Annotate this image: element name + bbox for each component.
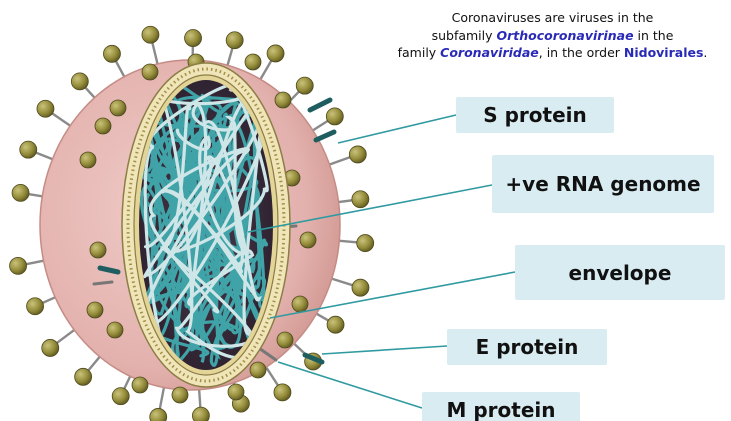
membrane-protein xyxy=(142,64,158,80)
spike-protein xyxy=(112,373,132,405)
membrane-protein xyxy=(245,54,261,70)
family-name: Coronaviridae xyxy=(440,45,539,60)
spike-protein xyxy=(27,296,59,315)
label-m-protein: M protein xyxy=(422,392,580,421)
membrane-protein xyxy=(292,296,308,312)
membrane-protein xyxy=(80,152,96,168)
label-s-protein: S protein xyxy=(456,97,614,133)
label-envelope: envelope xyxy=(515,245,725,300)
spike-protein xyxy=(335,191,369,208)
spike-protein xyxy=(226,32,243,69)
classification-caption: Coronaviruses are viruses in the subfami… xyxy=(380,9,725,62)
subfamily-name: Orthocoronavirinae xyxy=(497,28,634,43)
membrane-protein xyxy=(90,242,106,258)
e-protein-rod xyxy=(316,132,334,140)
m-protein-rod xyxy=(94,282,112,284)
spike-protein xyxy=(264,364,291,401)
leader-m-protein xyxy=(278,362,422,408)
spike-protein xyxy=(71,73,97,101)
spike-protein xyxy=(326,146,367,166)
label-e-protein: E protein xyxy=(447,329,607,365)
e-protein-rod xyxy=(310,100,330,110)
caption-line-2: subfamily Orthocoronavirinae in the xyxy=(380,27,725,45)
leader-s-protein xyxy=(338,115,456,143)
spike-protein xyxy=(142,26,159,68)
membrane-protein xyxy=(277,332,293,348)
spike-protein xyxy=(192,386,209,421)
membrane-protein xyxy=(107,322,123,338)
caption-line-1: Coronaviruses are viruses in the xyxy=(380,9,725,27)
spike-protein xyxy=(150,384,167,421)
spike-protein xyxy=(42,328,78,357)
spike-protein xyxy=(37,100,74,128)
spike-protein xyxy=(328,278,369,297)
spike-protein xyxy=(20,141,56,161)
membrane-protein xyxy=(300,232,316,248)
spike-protein xyxy=(75,354,103,386)
membrane-protein xyxy=(275,92,291,108)
membrane-protein xyxy=(110,100,126,116)
label-rna-genome: +ve RNA genome xyxy=(492,155,714,213)
spike-protein xyxy=(309,108,343,133)
order-name: Nidovirales xyxy=(624,45,704,60)
membrane-protein xyxy=(228,384,244,400)
membrane-protein xyxy=(87,302,103,318)
spike-protein xyxy=(313,312,344,334)
spike-protein xyxy=(12,184,46,201)
membrane-protein xyxy=(132,377,148,393)
membrane-protein xyxy=(172,387,188,403)
spike-protein xyxy=(103,45,126,80)
spike-protein xyxy=(258,45,284,83)
membrane-protein xyxy=(95,118,111,134)
spike-protein xyxy=(10,257,48,274)
spike-protein xyxy=(335,235,373,252)
leader-e-protein xyxy=(322,346,447,354)
membrane-protein xyxy=(250,362,266,378)
caption-line-3: family Coronaviridae, in the order Nidov… xyxy=(380,44,725,62)
